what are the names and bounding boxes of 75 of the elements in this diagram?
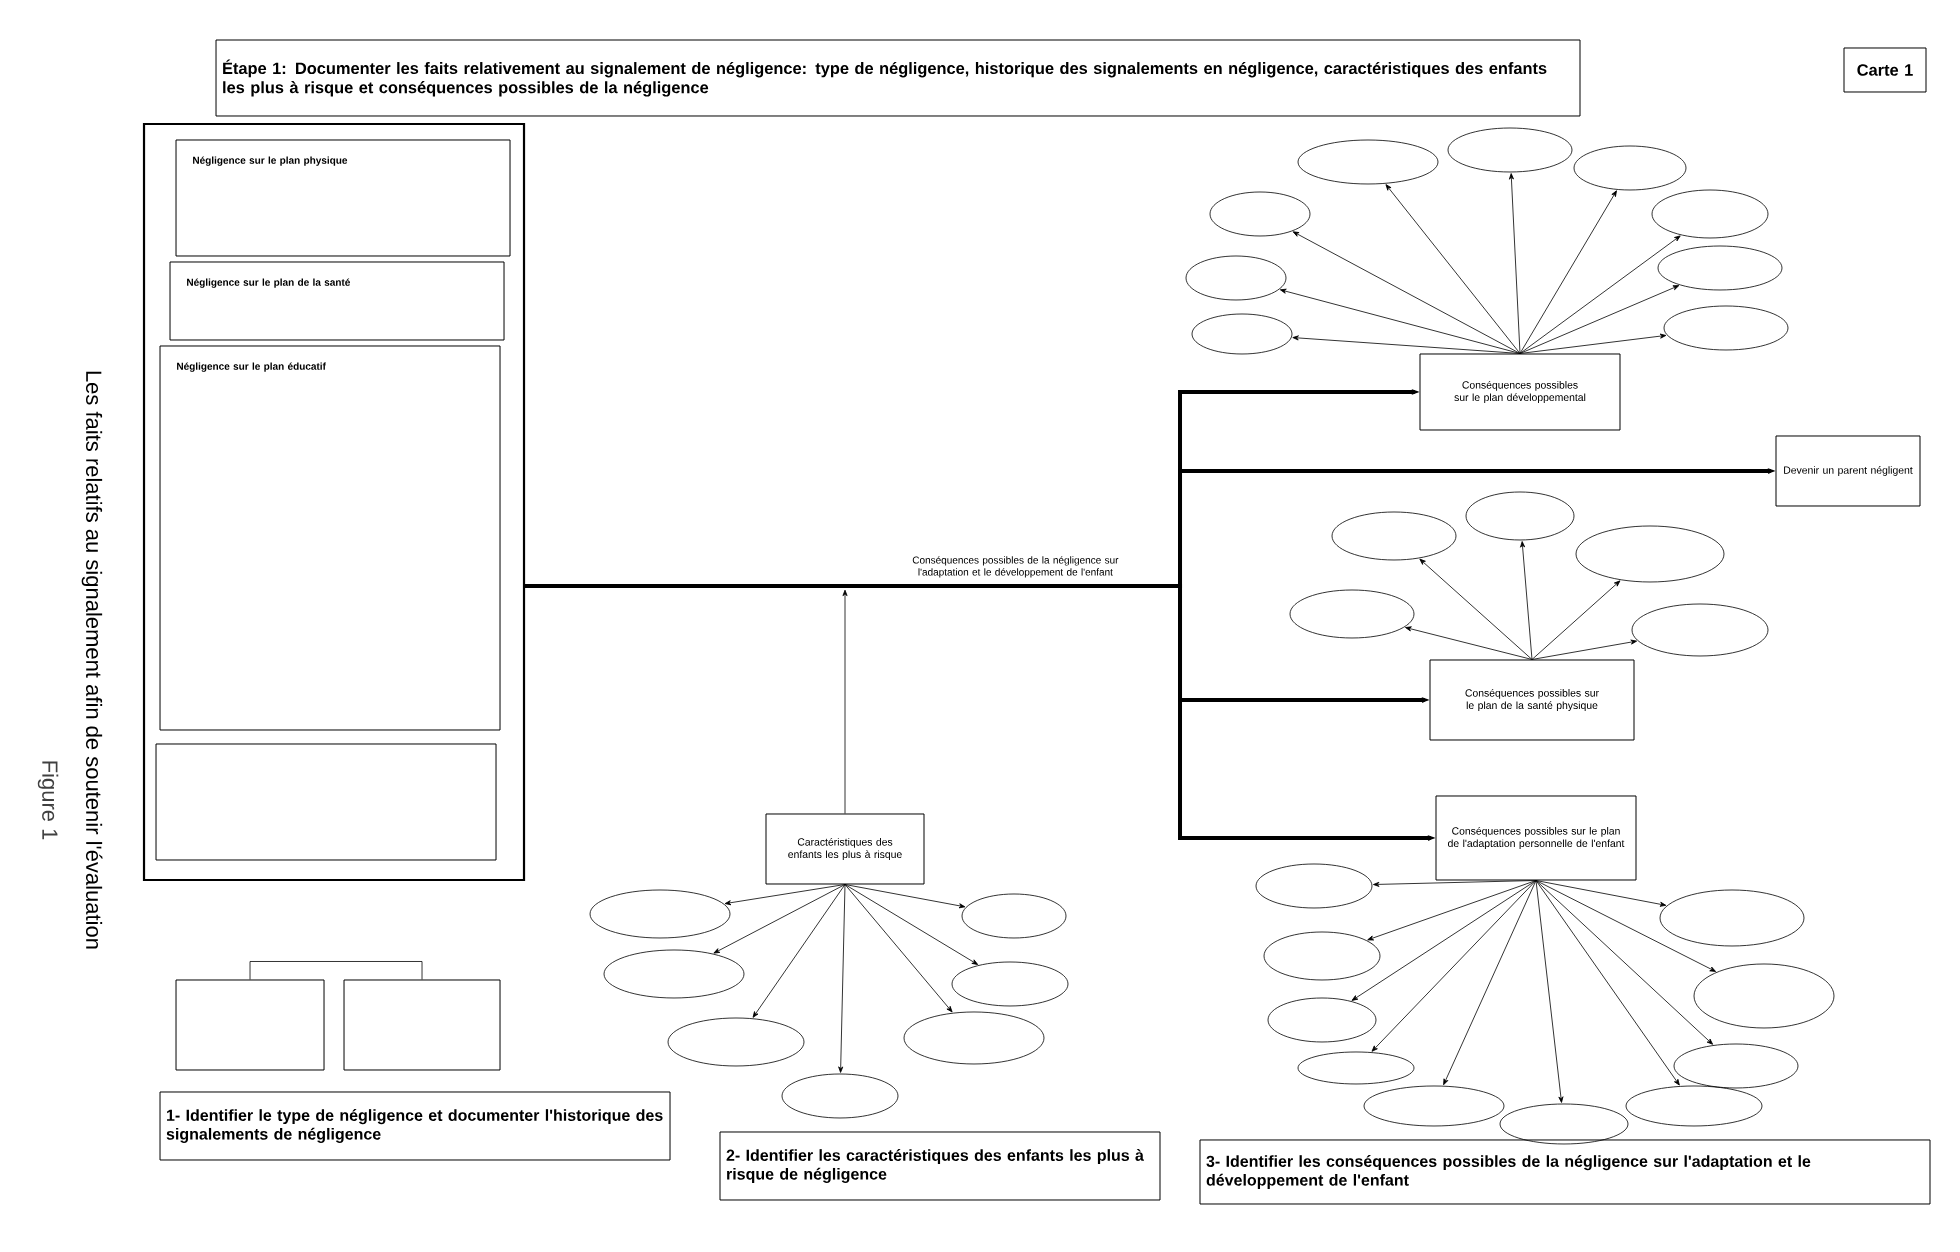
empty-box	[142, 122, 526, 882]
bubble-ellipse	[1693, 963, 1835, 1029]
bubble-ellipse	[1657, 245, 1783, 291]
arrow	[844, 884, 979, 965]
bubble-ellipse	[1331, 511, 1457, 561]
bubble-ellipse	[603, 949, 745, 999]
bubble-ellipse	[1185, 255, 1287, 301]
arrow	[1508, 173, 1521, 354]
bubble-ellipse	[1651, 189, 1769, 239]
empty-box	[155, 743, 497, 861]
bubble-ellipse	[903, 1011, 1045, 1065]
arrow	[1279, 288, 1521, 354]
heading-box: Carte 1	[1843, 47, 1927, 93]
bubble-ellipse	[1255, 863, 1373, 909]
bubble-ellipse	[667, 1017, 805, 1067]
step-box: 2- Identifier les caractéristiques des enfants les plus à risque de négligence	[719, 1131, 1161, 1201]
step-box: 1- Identifier le type de négligence et documenter l'historique des signalements de négligence	[159, 1091, 671, 1161]
arrow	[1520, 541, 1533, 660]
connector-line	[249, 961, 423, 980]
arrow	[1535, 880, 1717, 972]
arrow	[844, 884, 953, 1013]
arrow	[713, 884, 846, 954]
arrow	[1535, 880, 1667, 907]
arrow	[1385, 184, 1521, 354]
arrow	[1535, 880, 1564, 1103]
bubble-ellipse	[1575, 525, 1725, 583]
arrow	[1371, 880, 1537, 1052]
bubble-ellipse	[1625, 1085, 1763, 1127]
bubble-ellipse	[1465, 491, 1575, 541]
bubble-ellipse	[1447, 127, 1573, 173]
bubble-ellipse	[1659, 889, 1805, 947]
bubble-ellipse	[1297, 1051, 1415, 1085]
arrow	[1443, 880, 1537, 1086]
bubble-ellipse	[781, 1073, 899, 1119]
arrow	[1373, 880, 1537, 887]
empty-box	[343, 979, 501, 1071]
bubble-ellipse	[1209, 191, 1311, 237]
arrow	[844, 884, 966, 909]
bubble-ellipse	[1663, 305, 1789, 351]
arrow	[1519, 333, 1667, 354]
bubble-ellipse	[1289, 589, 1415, 639]
bubble-ellipse	[1191, 313, 1293, 355]
arrow	[1519, 235, 1681, 354]
bubble-ellipse	[1499, 1103, 1629, 1145]
arrow	[842, 589, 848, 814]
arrow	[1292, 231, 1521, 354]
figure-caption: Figure 1	[37, 761, 59, 840]
bubble-ellipse	[1363, 1085, 1505, 1127]
arrow	[1292, 335, 1521, 354]
bubble-ellipse	[1573, 145, 1687, 191]
arrow	[1351, 880, 1537, 1001]
bubble-ellipse	[1267, 997, 1377, 1043]
arrow	[1535, 880, 1680, 1086]
heading-box: Étape 1: Documenter les faits relativement au signalement de négligence: type de négligence, historique des signalements en négligence, caractéristiques des enfants les plus à risque et conséquences possibles de la négligence	[215, 39, 1581, 117]
bubble-ellipse	[961, 893, 1067, 939]
arrow	[1405, 626, 1533, 660]
arrow	[724, 884, 846, 906]
figure-title: Les faits relatifs au signalement afin de soutenir l'évaluation	[81, 371, 103, 949]
step-box: 3- Identifier les conséquences possibles de la négligence sur l'adaptation et le développement de l'enfant	[1199, 1139, 1931, 1205]
arrow	[1519, 285, 1680, 354]
bubble-ellipse	[1631, 603, 1769, 657]
empty-box	[175, 979, 325, 1071]
arrow	[1367, 880, 1537, 941]
bubble-ellipse	[589, 889, 731, 939]
bubble-ellipse	[1297, 139, 1439, 185]
arrow	[838, 884, 846, 1073]
arrow	[1419, 558, 1533, 660]
arrow	[752, 884, 846, 1018]
bubble-ellipse	[1673, 1043, 1799, 1089]
arrow	[1531, 580, 1621, 660]
arrow	[1535, 880, 1714, 1045]
bubble-ellipse	[1263, 931, 1381, 981]
arrow	[1531, 639, 1638, 660]
arrow	[1519, 190, 1617, 354]
bubble-ellipse	[951, 961, 1069, 1007]
